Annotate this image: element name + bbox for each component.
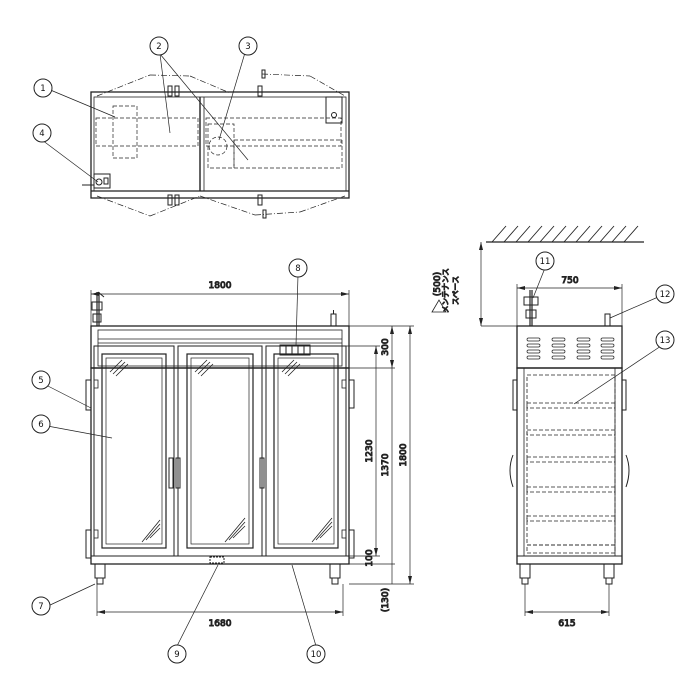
dim-door-height: 1230 (365, 439, 375, 462)
dim-top-height: 300 (381, 338, 391, 355)
front-view (85, 291, 355, 585)
dim-side-leg-span: 615 (558, 619, 575, 629)
glass-pane-left (101, 353, 167, 549)
callout-5: 5 (38, 376, 43, 386)
plan-view (82, 69, 350, 219)
dim-side-depth: 750 (561, 276, 578, 286)
callout-12: 12 (660, 290, 671, 300)
callout-1: 1 (40, 84, 45, 94)
glass-pane-right (273, 353, 339, 549)
callout-8: 8 (295, 264, 300, 274)
water-inlet-valve (91, 291, 105, 326)
dim-overall-width: 1800 (209, 281, 232, 291)
door-handles (168, 457, 265, 489)
callout-6: 6 (38, 420, 43, 430)
vent-grille (526, 337, 615, 360)
callout-10: 10 (311, 650, 322, 660)
callout-11: 11 (540, 257, 551, 267)
cabinet-body (90, 367, 350, 565)
plan-outline (90, 91, 350, 199)
dim-inner-height: 1370 (381, 453, 391, 476)
callout-13: 13 (660, 336, 671, 346)
glass-pane-center (186, 353, 254, 549)
dim-bottom-height: 100 (365, 549, 375, 566)
leader-lines (41, 45, 666, 647)
shelves (526, 374, 616, 554)
callout-7: 7 (38, 602, 43, 612)
warning-triangle-icon (431, 299, 447, 313)
glass-glare (109, 359, 333, 543)
side-view (486, 225, 644, 585)
dim-maintenance-space: (500) (433, 272, 443, 296)
door-center (177, 345, 263, 557)
maintenance-label-2: スペース (451, 276, 460, 305)
door-swing-lines (96, 73, 346, 217)
callout-3: 3 (245, 42, 250, 52)
callout-2: 2 (156, 42, 161, 52)
drain-circle (208, 136, 228, 156)
maintenance-label-1: メンテナンス (441, 268, 450, 313)
callout-4: 4 (39, 129, 44, 139)
dim-overall-height: 1800 (399, 443, 409, 466)
dim-leg-height: (130) (381, 588, 391, 612)
control-panel (279, 344, 311, 356)
adjustable-legs (94, 563, 341, 585)
wall-hatch (486, 225, 644, 243)
dim-leg-span: 1680 (209, 619, 232, 629)
evaporator-unit (112, 105, 138, 159)
dimension-lines (90, 242, 623, 616)
callout-9: 9 (174, 650, 179, 660)
